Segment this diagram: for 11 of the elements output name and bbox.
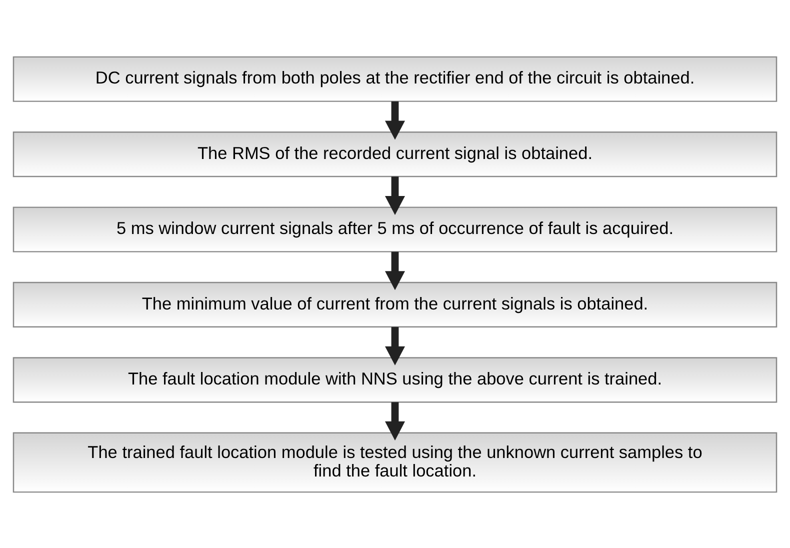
arrow [385,251,405,290]
node-box: The trained fault location module is tested using the unknown current samples to find the fault location. [12,432,778,492]
node-box: The minimum value of current from the current signals is obtained. [12,281,778,327]
arrow [385,326,405,365]
arrow [385,176,405,214]
arrow [385,402,405,440]
arrow [385,100,405,140]
node-box: DC current signals from both poles at the rectifier end of the circuit is obtained. [12,56,778,102]
node-box: 5 ms window current signals after 5 ms of occurrence of fault is acquired. [12,206,778,252]
node-box: The RMS of the recorded current signal is obtained. [12,131,778,177]
node-box: The fault location module with NNS using the above current is trained. [12,356,778,402]
